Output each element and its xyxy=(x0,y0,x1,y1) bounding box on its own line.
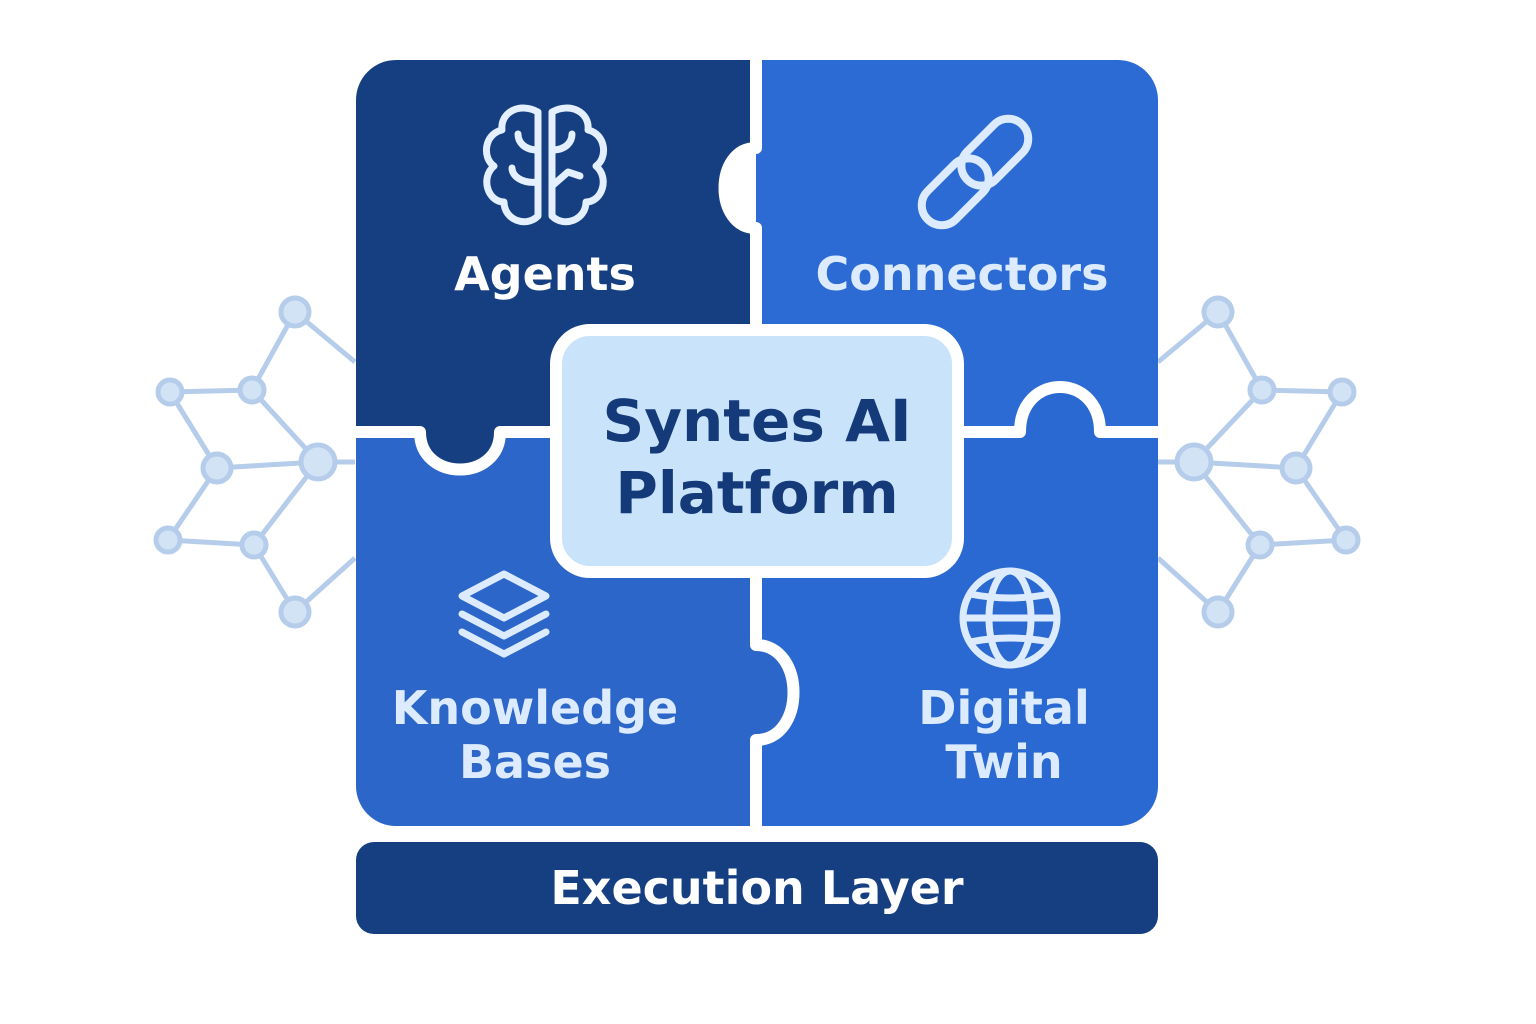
globe-icon xyxy=(959,567,1061,669)
execution-layer-bar xyxy=(356,842,1158,934)
brain-icon xyxy=(483,104,607,226)
knowledge-bases-label-line2: Bases xyxy=(459,735,611,789)
right-network-graph-icon xyxy=(1156,295,1361,629)
left-network-graph-icon xyxy=(153,295,357,629)
chain-link-icon xyxy=(917,114,1033,230)
digital-twin-label-line1: Digital xyxy=(918,681,1089,735)
center-box xyxy=(550,324,964,578)
knowledge-bases-label-line1: Knowledge xyxy=(392,681,679,735)
connectors-label: Connectors xyxy=(816,247,1109,301)
agents-label: Agents xyxy=(454,247,636,301)
digital-twin-label-line2: Twin xyxy=(945,735,1062,789)
layers-icon xyxy=(458,570,550,658)
puzzle-grid xyxy=(356,60,1158,826)
execution-layer-label: Execution Layer xyxy=(550,861,964,915)
center-title-line1: Syntes AI xyxy=(602,387,911,455)
center-title-line2: Platform xyxy=(615,459,898,527)
